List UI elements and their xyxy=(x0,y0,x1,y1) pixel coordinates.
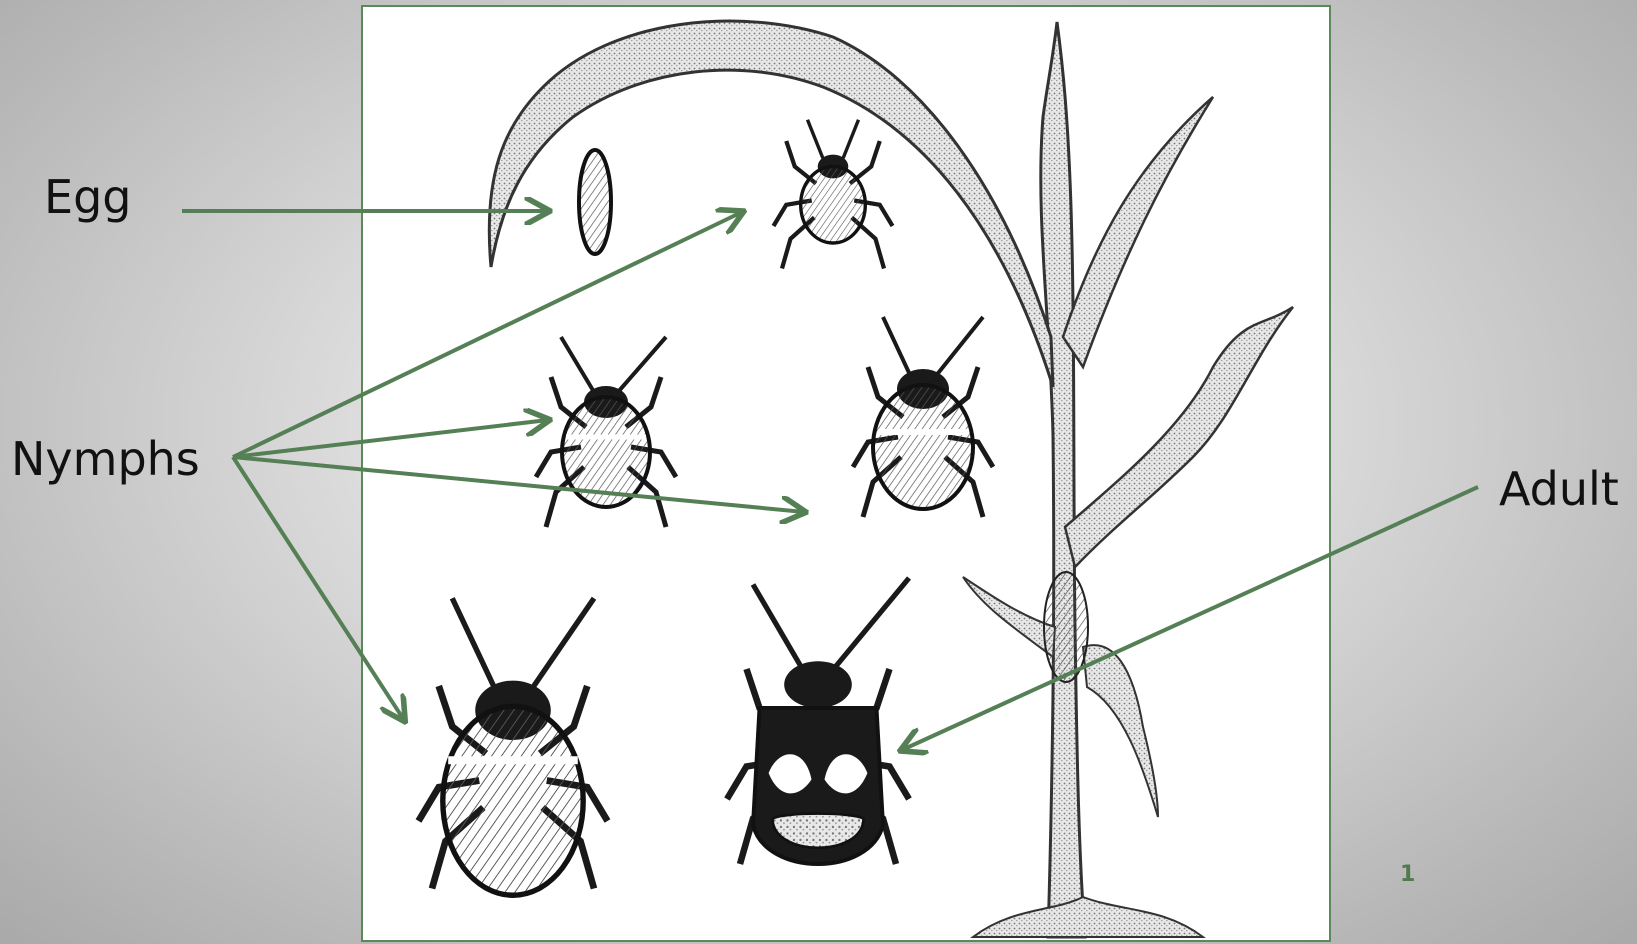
nymph-arrow-3 xyxy=(233,457,804,512)
nymph-arrow-2 xyxy=(233,420,548,457)
adult-arrow xyxy=(902,487,1478,750)
nymph-arrow-4 xyxy=(233,457,404,720)
nymph-arrow-1 xyxy=(233,212,742,457)
slide-number: 1 xyxy=(1400,862,1415,887)
